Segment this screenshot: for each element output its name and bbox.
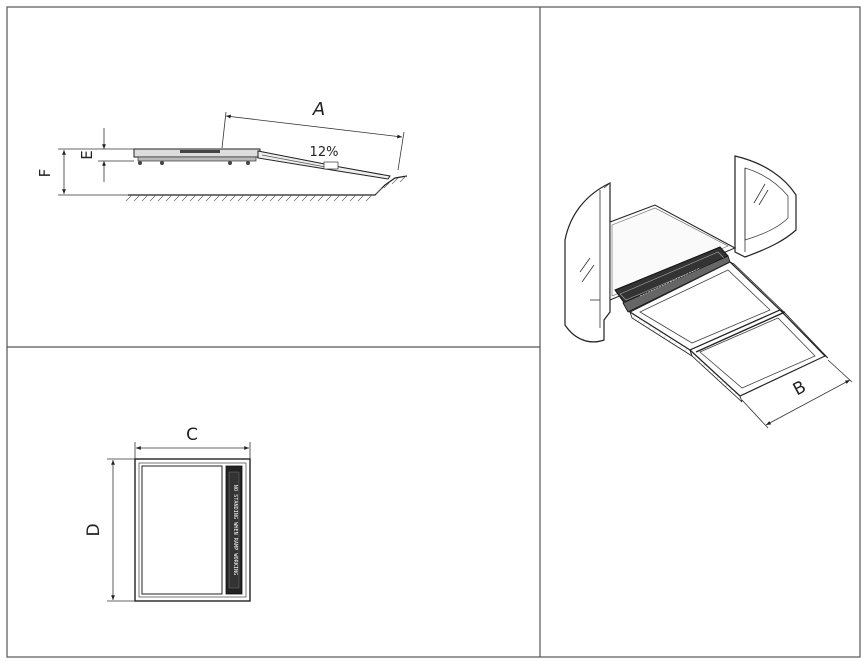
dimension-a: A [221,99,405,171]
warning-text: NO STANDING WHEN RAMP WORKING [232,485,238,576]
label-dim-e: E [78,150,96,159]
dimension-f: F [36,148,128,196]
dimension-e: E [78,128,134,182]
label-dim-b: B [790,377,810,400]
threshold-floor [609,204,737,301]
slope-label: 12% [310,145,339,160]
panel-frames [6,6,861,658]
ramp-deck-outer [688,309,829,403]
label-dim-d: D [84,523,104,536]
ramp-platform-side [133,148,261,165]
ramp-extension-side [257,150,391,180]
left-door [564,182,611,343]
label-dim-f: F [36,169,54,178]
top-view: NO STANDING WHEN RAMP WORKING C D [84,425,251,602]
dimension-d: D [84,458,135,602]
dimension-c: C [134,425,251,459]
right-door [734,155,797,258]
ramp-housing [614,246,731,313]
label-dim-a: A [312,99,325,120]
ground-line [125,175,408,202]
side-view: A 12% E F [36,99,408,202]
label-dim-c: C [186,425,198,445]
warning-strip: NO STANDING WHEN RAMP WORKING [225,465,243,595]
iso-view: B [564,155,853,429]
